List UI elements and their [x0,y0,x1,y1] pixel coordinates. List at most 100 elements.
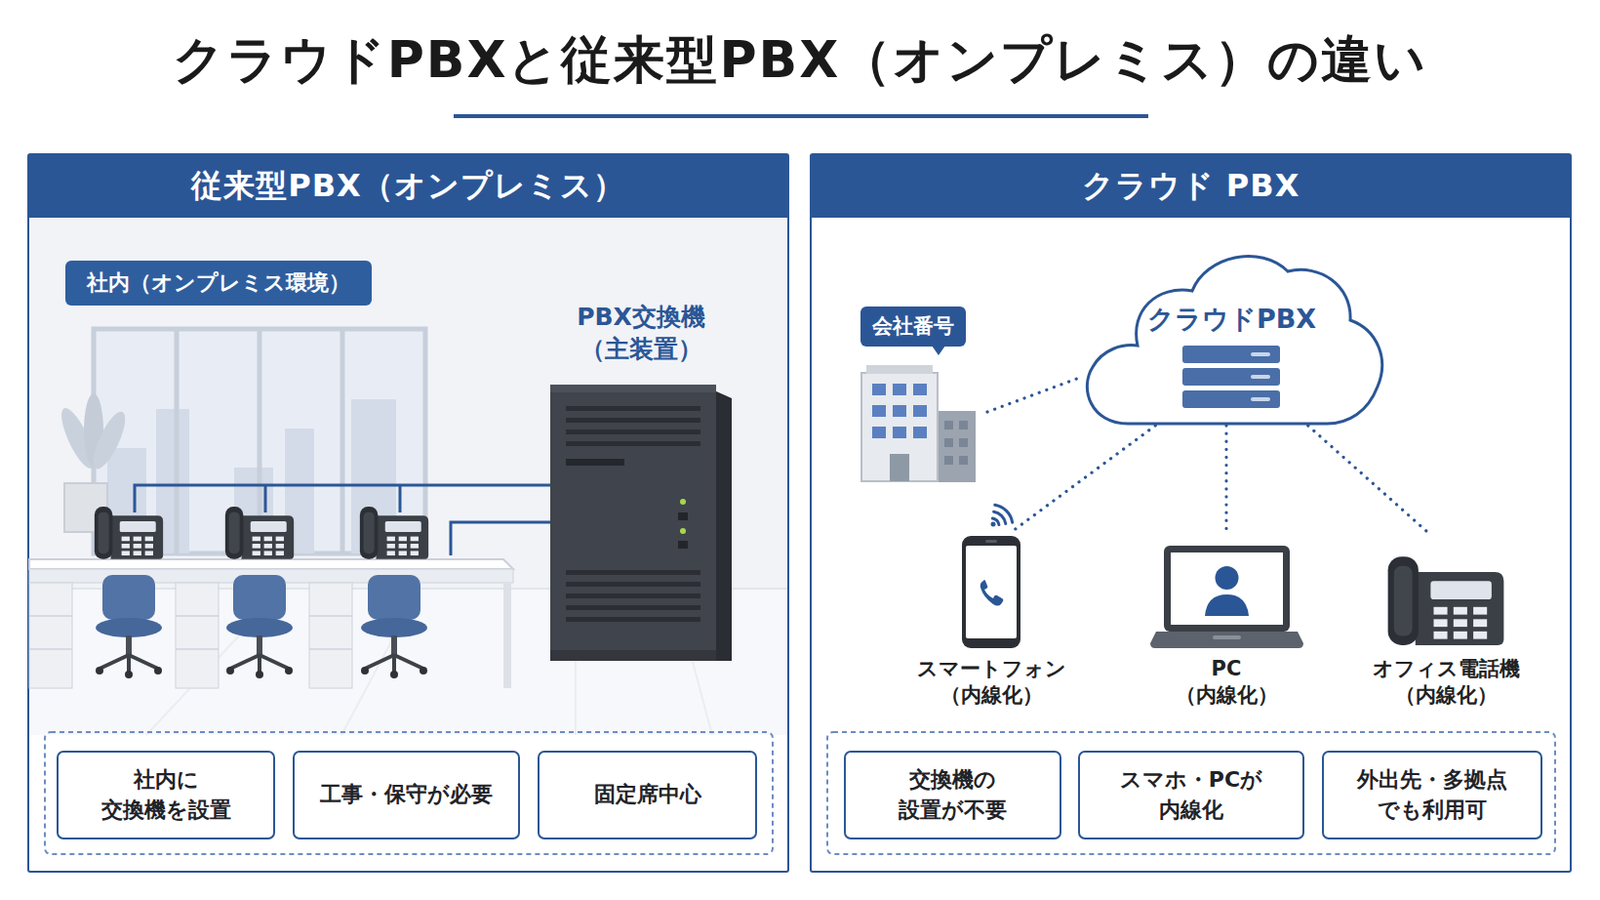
office-phone-device: オフィス電話機 （内線化） [1362,530,1529,717]
feature-label: 工事・保守が必要 [320,779,493,810]
callout-label: 会社番号 [860,306,966,347]
office-chairs-part [226,617,293,638]
office-chairs-part [230,654,289,673]
device-icon-shape [1150,545,1304,648]
wifi-symbol [991,504,1013,526]
feature-label-part: 社内に [133,766,200,792]
building-icon-shape [861,364,976,482]
phone-wires-part [450,521,551,556]
office-chairs-part [255,670,264,679]
building-icon [860,363,978,482]
pbx-server: PBX交換機 （主装置） [526,301,756,663]
server-icon-shape [550,384,732,661]
office-chairs-part [360,617,428,638]
office-chairs-part [390,670,399,679]
feature-box: 固定席中心 [537,750,758,840]
pc-device: PC （内線化） [1138,530,1315,717]
feature-box: 工事・保守が必要 [292,750,520,840]
panel-title: クラウド PBX [1081,164,1301,208]
device-label-part: オフィス電話機 [1372,656,1520,680]
cloud-panel: クラウド PBX 会社番号クラウドPBXスマートフォン （内線化）PC （内線化… [809,153,1572,873]
feature-label: 交換機の 設置が不要 [898,764,1007,826]
device-icon-shape [1388,556,1505,645]
feature-box: 外出先・多拠点 でも利用可 [1321,750,1543,840]
device-icon [961,535,1021,648]
office-chairs-part [233,574,286,620]
wifi-symbol-part [992,504,1012,524]
device-icon-shape [961,535,1021,648]
dotted-connector [1012,425,1156,531]
onprem-panel: 従来型PBX（オンプレミス） 社内（オンプレミス環境） PBX交換機 （主装置） 社… [27,153,790,873]
office-chairs-part [360,666,369,675]
office-desks-part [29,559,514,569]
title-underline [453,114,1149,119]
office-chairs-part [99,654,159,673]
feature-label-part: 内線化 [1159,797,1224,822]
office-desks-part [29,582,73,688]
office-chairs-part [95,666,104,675]
office-chairs-part [124,670,133,679]
feature-label-part: でも利用可 [1377,797,1487,822]
panel-header: クラウド PBX [811,155,1570,218]
phone-wires-part [134,484,551,513]
office-chairs-part [419,666,428,675]
device-label-part: スマートフォン [917,656,1067,680]
office-desks-part [29,615,353,649]
office-room [29,217,788,735]
office-desks [29,559,514,688]
office-chairs-part [95,617,162,638]
office-chairs-part [367,574,421,620]
device-label: オフィス電話機 （内線化） [1372,655,1520,710]
feature-label-part: 外出先・多拠点 [1357,766,1508,792]
server-label-part: （主装置） [580,334,703,363]
desk-phones [94,506,429,560]
device-label-part: （内線化） [940,682,1043,707]
feature-box: 社内に 交換機を設置 [56,750,276,840]
page-title: クラウドPBXと従来型PBX（オンプレミス）の違い [0,32,1600,87]
office-chairs [95,574,428,679]
company-building: 会社番号 [860,306,988,482]
server-icon [550,384,732,661]
feature-box: スマホ・PCが 内線化 [1078,750,1305,840]
feature-label-part: 交換機を設置 [101,797,232,822]
server-label: PBX交換機 （主装置） [576,301,706,365]
office-desks-part [503,582,512,688]
device-icon [1150,545,1304,648]
device-label: PC （内線化） [1175,655,1279,710]
desk-phones-part [360,506,429,560]
tag-label: 社内（オンプレミス環境） [86,268,351,298]
feature-label: スマホ・PCが 内線化 [1120,764,1263,826]
office-chairs-part [226,666,235,675]
dotted-connector [987,377,1080,412]
smartphone-device: スマートフォン （内線化） [913,530,1070,717]
dotted-connector [1224,425,1228,531]
feature-label-part: 交換機の [909,766,997,792]
office-chairs-part [154,666,162,675]
cloud-pbx: クラウドPBX [1079,241,1385,426]
panel-title: 従来型PBX（オンプレミス） [191,164,626,208]
feature-label-part: スマホ・PCが [1120,766,1263,792]
desk-phones-part [94,506,163,560]
dotted-connector [1308,425,1427,531]
dashed-group-frame [44,731,773,854]
server-label-part: PBX交換機 [576,302,706,331]
office-chairs-part [102,574,156,620]
office-plant-part [86,407,131,473]
dashed-group-frame [827,731,1556,854]
feature-label-part: 設置が不要 [898,797,1007,822]
device-icon [1382,550,1510,648]
wifi-symbol-part [991,521,997,527]
office-plant [55,393,132,532]
office-chairs-part [364,654,424,673]
feature-label: 外出先・多拠点 でも利用可 [1357,764,1508,826]
office-desks-part [309,582,353,688]
office-chairs-part [284,666,293,675]
panel-header: 従来型PBX（オンプレミス） [29,155,788,218]
phone-wires [134,484,551,556]
cloud-shape-shape [1086,256,1382,424]
cloud-label: クラウドPBX [1079,241,1385,336]
device-label: スマートフォン （内線化） [917,655,1067,710]
device-label-part: （内線化） [1175,682,1279,707]
feature-label: 社内に 交換機を設置 [101,764,232,826]
